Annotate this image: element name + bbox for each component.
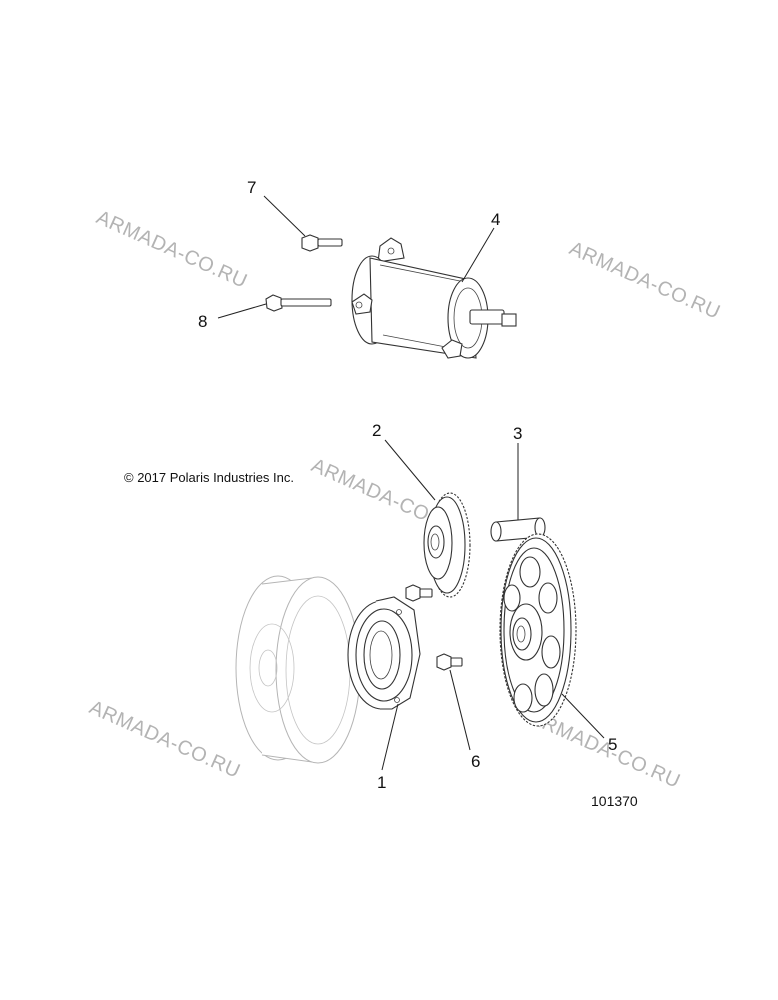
starter-clutch-part-1 (347, 596, 421, 710)
callout-1: 1 (377, 773, 386, 792)
leader-lines (217, 195, 605, 771)
callout-8: 8 (198, 312, 207, 331)
leader-line-4 (461, 227, 495, 283)
callout-6: 6 (471, 752, 480, 771)
watermark-top-left: ARMADA-CO.RU (93, 206, 251, 292)
bolt-short-part-7 (301, 234, 343, 252)
starter-motor-part-4 (351, 237, 517, 359)
watermark-bottom-left: ARMADA-CO.RU (86, 696, 244, 782)
leader-line-8 (217, 303, 267, 319)
watermark-top-right: ARMADA-CO.RU (566, 237, 724, 323)
callout-numbers: 7 8 4 2 3 1 6 5 (198, 178, 617, 792)
idler-gear-part-2 (423, 492, 471, 598)
large-gear-part-5 (499, 533, 577, 727)
callout-4: 4 (491, 210, 500, 229)
leader-line-1 (381, 703, 399, 771)
callout-5: 5 (608, 735, 617, 754)
leader-line-6 (449, 669, 471, 751)
leader-line-2 (384, 439, 436, 501)
leader-line-5 (561, 693, 605, 739)
bolt-long-part-8 (265, 294, 332, 312)
callout-2: 2 (372, 421, 381, 440)
copyright-notice: © 2017 Polaris Industries Inc. (124, 470, 294, 485)
bolt-part-6-upper (405, 584, 433, 602)
bolt-part-6-lower (436, 653, 463, 671)
figure-id: 101370 (591, 793, 638, 809)
leader-line-7 (263, 195, 306, 237)
callout-7: 7 (247, 178, 256, 197)
flywheel-rotor-ghost (235, 575, 361, 764)
callout-3: 3 (513, 424, 522, 443)
